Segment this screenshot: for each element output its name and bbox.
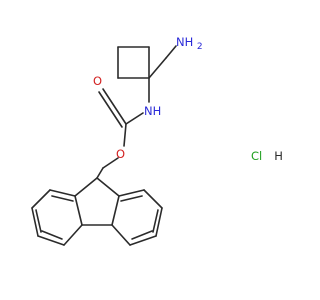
hydrogen-symbol: H (274, 149, 283, 163)
bond-layer (31, 45, 177, 246)
nh-carbonyl-bond (125, 112, 144, 125)
ch2-bond (148, 57, 167, 79)
right-benzene-bond (129, 235, 157, 246)
left-benzene-bond (49, 189, 76, 197)
left-benzene-bond (31, 207, 39, 237)
o-ch2-bond (102, 157, 119, 169)
carbonyl-double-bond (102, 88, 127, 125)
right-benzene-bond (118, 189, 145, 197)
structure-canvas: NH 2 NH O O Cl H (31, 35, 283, 246)
chlorine-symbol: Cl (251, 149, 262, 163)
left-benzene-inner-bond (51, 195, 74, 202)
right-benzene-bond (155, 207, 163, 237)
fluorene-ring-bond (111, 195, 120, 226)
right-benzene-bond (111, 224, 131, 246)
left-benzene-bond (63, 224, 83, 246)
left-benzene-inner-bond (41, 230, 63, 240)
c-o-ester-bond (123, 123, 127, 147)
right-benzene-inner-bond (131, 230, 153, 240)
carbonyl-double-bond (98, 91, 123, 128)
right-benzene-inner-bond (120, 195, 143, 202)
right-benzene-bond (143, 189, 163, 209)
ester-oxygen-label: O (116, 147, 125, 161)
fluorene-c9-bond (74, 177, 98, 197)
hydrochloride-salt-label: Cl H (251, 149, 283, 163)
amine-nh2-label: NH 2 (176, 35, 203, 52)
fluorene-c9-bond (96, 177, 120, 197)
fluorene-ring-bond (74, 195, 83, 226)
left-benzene-bond (31, 189, 51, 209)
right-benzene-inner-bond (152, 209, 159, 233)
amine-subscript-2: 2 (197, 42, 203, 52)
ch2-nh2-bond (165, 45, 177, 59)
molecule-structure-diagram: NH 2 NH O O Cl H (31, 35, 283, 246)
amine-n-symbol: NH (176, 35, 193, 49)
left-benzene-bond (37, 235, 65, 246)
carbonyl-oxygen-label: O (93, 74, 102, 88)
ch2-c9-bond (96, 167, 104, 179)
carbamate-nh-label: NH (144, 104, 161, 118)
left-benzene-inner-bond (35, 209, 42, 233)
